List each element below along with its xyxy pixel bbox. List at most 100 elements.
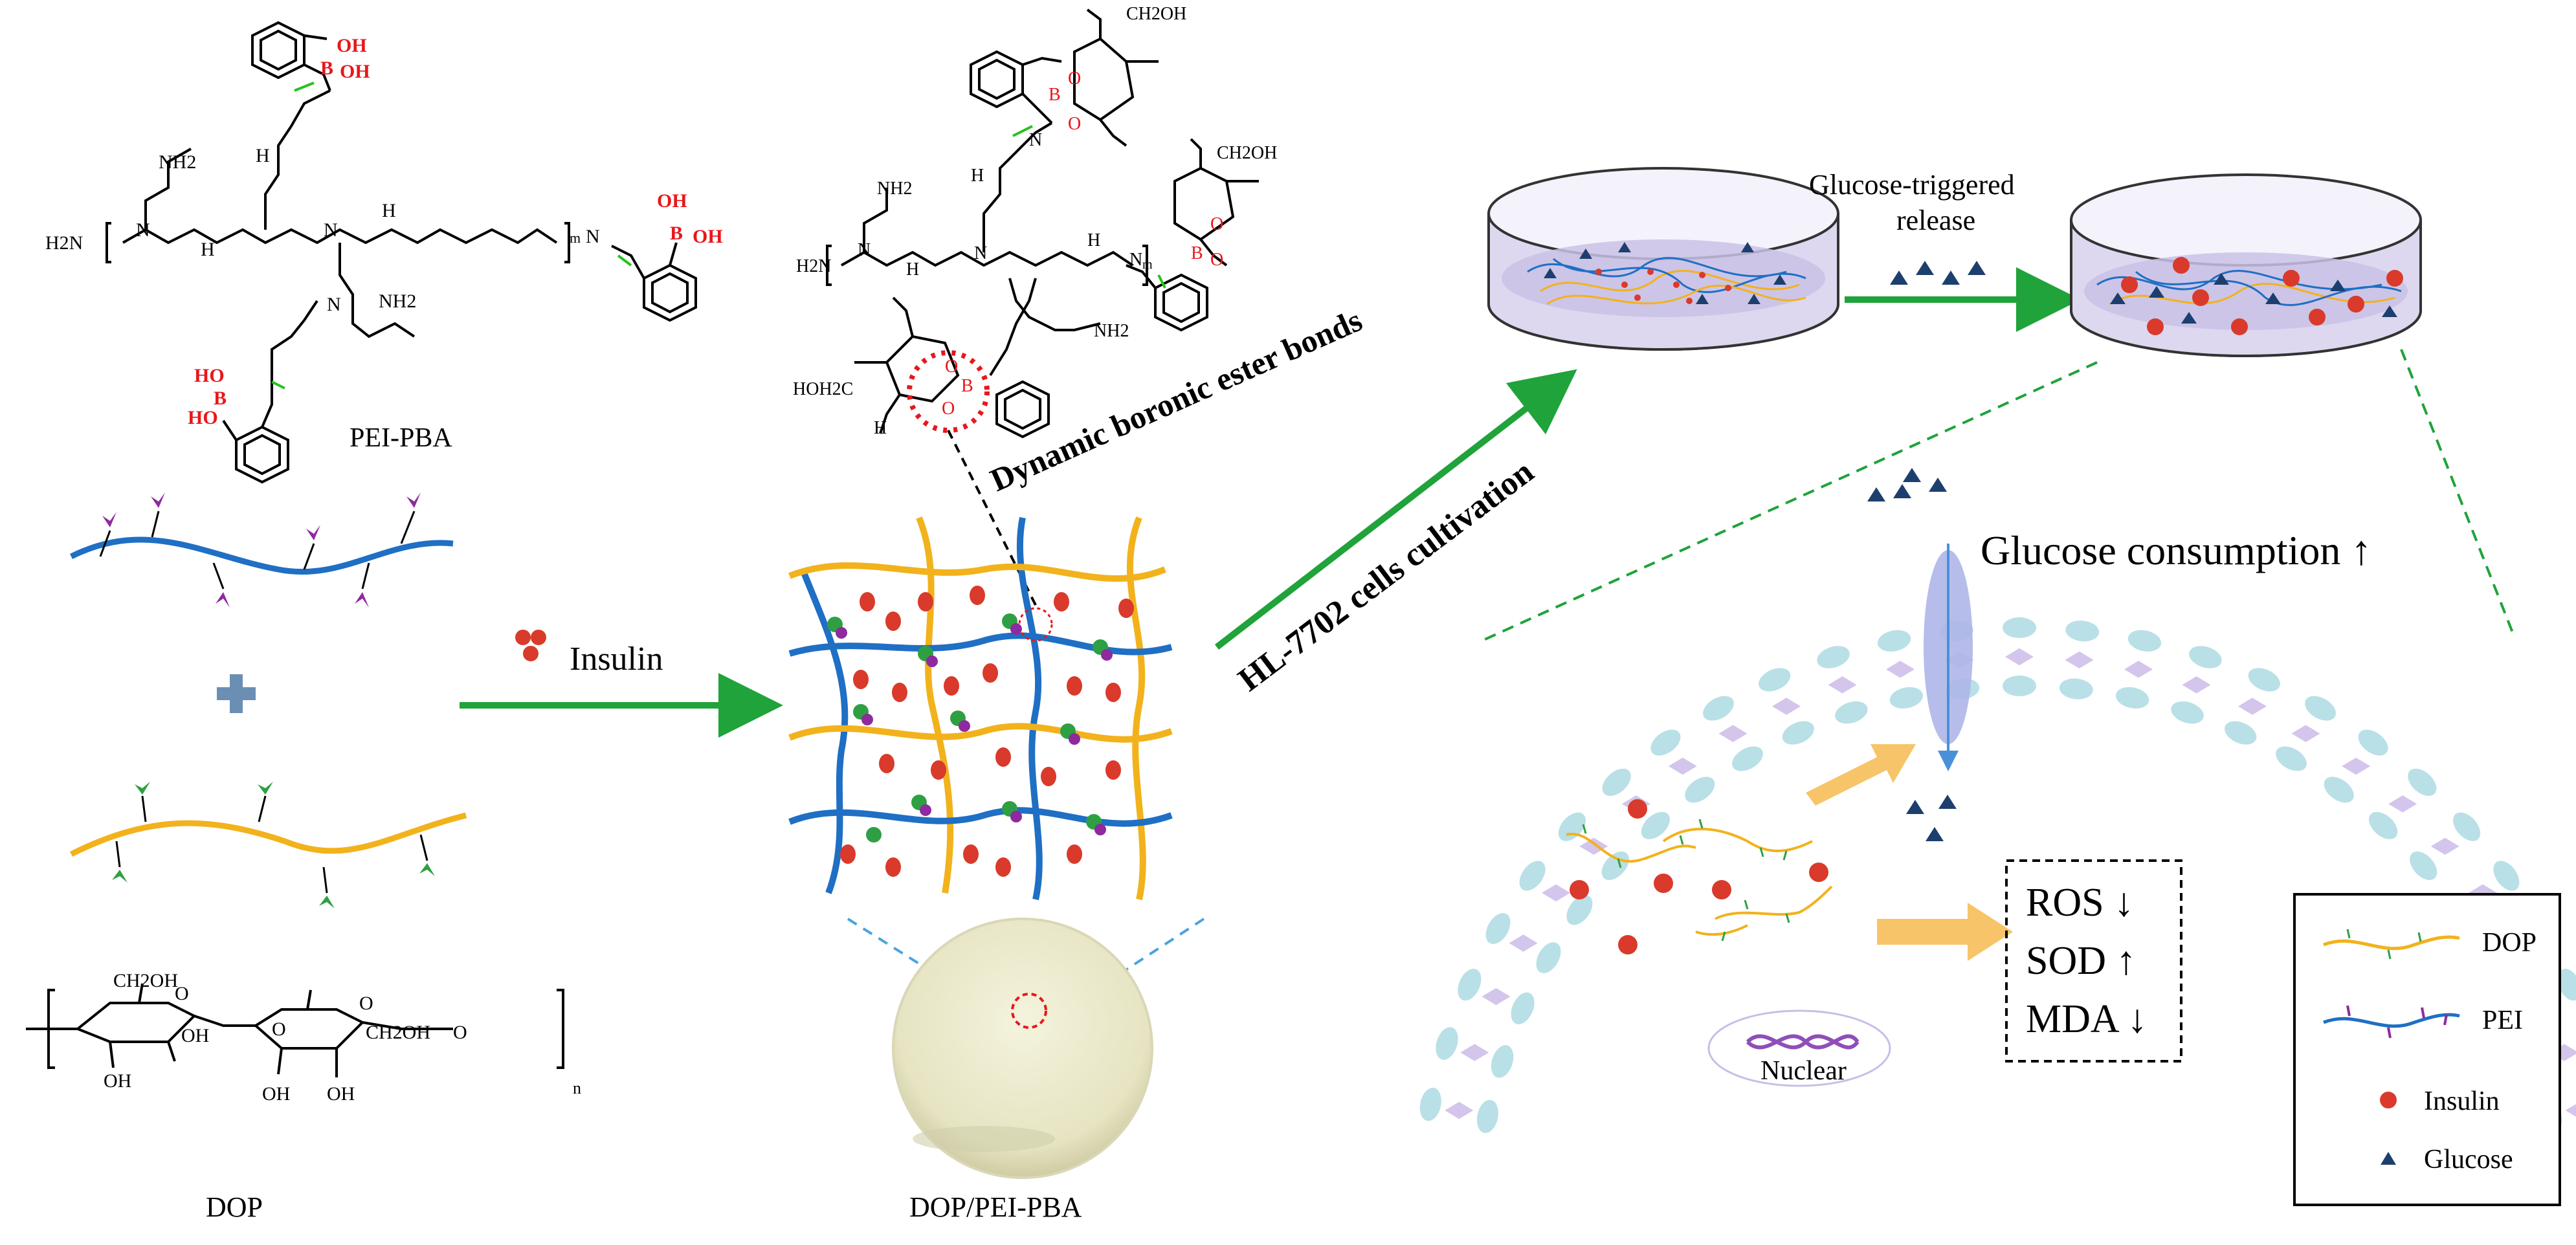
pei-n-label-4: N bbox=[586, 226, 600, 247]
complex-nh2: NH2 bbox=[877, 179, 912, 199]
complex-atom-labels: H2N NH2 N H N H H NH2 m N N CH2OH CH2OH … bbox=[793, 4, 1277, 438]
lipid-tail bbox=[1509, 934, 1538, 952]
complex-n-2: N bbox=[974, 243, 987, 263]
lipid-tail bbox=[2124, 661, 2153, 678]
legend: DOP PEI Insulin Glucose bbox=[2293, 893, 2561, 1206]
photo-highlight-circle bbox=[1011, 993, 1047, 1029]
lipid-head bbox=[2324, 777, 2354, 803]
lipid-head bbox=[1436, 1027, 1458, 1060]
lipid-tail bbox=[2342, 757, 2371, 775]
dish-zoom-left bbox=[1482, 361, 2098, 642]
pei-h-label: H bbox=[201, 239, 215, 260]
dop-oh-3: OH bbox=[262, 1083, 290, 1105]
dop-chain-illustration bbox=[69, 795, 467, 894]
mda-label: MDA ↓ bbox=[2026, 997, 2148, 1041]
lipid-head bbox=[2493, 861, 2520, 891]
bond-label: Dynamic boronic ester bonds bbox=[985, 302, 1368, 498]
inside-glucose-icons bbox=[1906, 795, 1957, 841]
lipid-head bbox=[2225, 721, 2257, 745]
lipid-head bbox=[2059, 678, 2093, 700]
complex-h-2: H bbox=[971, 166, 984, 186]
nuclear-label: Nuclear bbox=[1760, 1056, 1847, 1086]
lipid-head bbox=[1782, 721, 1814, 745]
release-label-line2: release bbox=[1896, 204, 1975, 236]
complex-n-4: N bbox=[1029, 130, 1042, 150]
lipid-head bbox=[1485, 913, 1511, 944]
complex-boron-labels: B O O B O O B O O bbox=[942, 69, 1223, 419]
lipid-head bbox=[1519, 861, 1546, 891]
complex-o-2: O bbox=[1068, 114, 1081, 134]
dop-atom-labels: CH2OH O OH OH O CH2OH O O OH OH n bbox=[104, 970, 581, 1105]
complex-h-3: H bbox=[1087, 230, 1100, 250]
network-highlight-circle bbox=[1018, 607, 1053, 642]
lipid-head bbox=[1685, 777, 1715, 803]
lipid-head bbox=[2358, 729, 2388, 756]
boronic-bond-highlight-circle bbox=[907, 350, 990, 433]
pei-nh2-label-2: NH2 bbox=[379, 291, 416, 312]
pba-ho-lower-2: HO bbox=[188, 407, 218, 428]
lipid-tail bbox=[2549, 1044, 2576, 1061]
complex-h2n: H2N bbox=[796, 256, 831, 276]
complex-h-4: H bbox=[874, 418, 887, 438]
lipid-head bbox=[2003, 617, 2036, 638]
lipid-tail bbox=[2005, 648, 2034, 666]
lipid-head bbox=[2369, 811, 2398, 839]
lipid-head bbox=[1458, 969, 1482, 1001]
boronic-ester-structure bbox=[826, 8, 1259, 439]
lipid-tail bbox=[1482, 987, 1511, 1006]
complex-b-3: B bbox=[961, 376, 973, 396]
lipid-head bbox=[1476, 1099, 1498, 1134]
consumption-label: Glucose consumption ↑ bbox=[1981, 527, 2371, 573]
lipid-tail bbox=[1828, 676, 1857, 694]
dop-ch2oh-2: CH2OH bbox=[366, 1022, 430, 1043]
lipid-tail bbox=[2237, 698, 2267, 715]
complex-o-6: O bbox=[942, 399, 955, 419]
lipid-head bbox=[2305, 696, 2336, 721]
hydrogel-photo bbox=[892, 918, 1153, 1179]
legend-pei-label: PEI bbox=[2482, 1006, 2523, 1035]
pei-m-sub: m bbox=[570, 230, 581, 246]
complex-o-3: O bbox=[1210, 214, 1223, 234]
lipid-tail bbox=[2065, 651, 2094, 669]
pei-n-label-2: N bbox=[324, 219, 338, 241]
dop-oh-1: OH bbox=[181, 1025, 209, 1046]
orange-arrow-up bbox=[1806, 744, 1916, 806]
lipid-head bbox=[1732, 746, 1763, 771]
release-glucose-icons bbox=[1890, 261, 1986, 285]
dop-oh-4: OH bbox=[327, 1083, 355, 1105]
oxidative-markers-box: ROS ↓ SOD ↑ MDA ↓ bbox=[2005, 859, 2182, 1063]
lipid-head bbox=[2410, 851, 2437, 880]
pei-chain-illustration bbox=[69, 511, 454, 589]
pei-pba-boron-labels: B OH OH B OH OH B HO HO bbox=[188, 35, 723, 428]
culture-dish-after bbox=[2070, 173, 2422, 357]
pba-oh-right-1: OH bbox=[657, 190, 687, 212]
pei-pba-structure bbox=[105, 21, 697, 484]
pba-b-right: B bbox=[670, 223, 683, 244]
lipid-head bbox=[1566, 895, 1593, 925]
pei-pba-green-bonds bbox=[271, 82, 632, 390]
hydrogel-network bbox=[788, 516, 1173, 901]
pba-b-lower: B bbox=[214, 388, 227, 409]
lipid-head bbox=[1536, 942, 1561, 973]
complex-o-5: O bbox=[945, 357, 958, 377]
complex-hoh2c: HOH2C bbox=[793, 379, 853, 399]
lipid-head bbox=[2171, 701, 2204, 724]
composite-title: DOP/PEI-PBA bbox=[909, 1191, 1082, 1223]
lipid-head bbox=[2189, 646, 2222, 668]
dop-o-4: O bbox=[453, 1022, 467, 1043]
complex-h-1: H bbox=[906, 259, 919, 280]
lipid-head bbox=[2003, 676, 2036, 696]
lipid-head bbox=[1817, 646, 1850, 668]
pba-ho-lower-1: HO bbox=[194, 365, 225, 386]
orange-arrow-right bbox=[1877, 903, 2013, 961]
lipid-head bbox=[2127, 630, 2162, 652]
hydrogel-insulin-dots bbox=[840, 586, 1134, 877]
lipid-tail bbox=[1460, 1044, 1489, 1061]
dop-title: DOP bbox=[206, 1191, 263, 1223]
complex-green-bonds bbox=[1012, 125, 1166, 289]
lipid-tail bbox=[2388, 795, 2417, 813]
cultivation-arrow bbox=[1214, 369, 1577, 650]
complex-n-3: N bbox=[1129, 250, 1142, 270]
complex-o-1: O bbox=[1068, 69, 1081, 89]
